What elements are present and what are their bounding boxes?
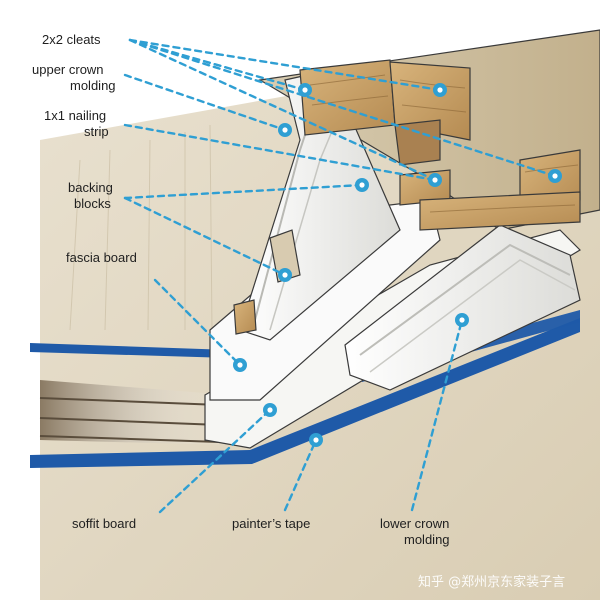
- callout-markers: [233, 83, 562, 447]
- marker-lower-crown: [455, 313, 469, 327]
- label-backing-blocks: backing blocks: [68, 180, 116, 211]
- label-lower-crown-molding: lower crown molding: [380, 516, 453, 547]
- marker-cleat-2: [433, 83, 447, 97]
- horizontal-framing-board: [419, 191, 581, 231]
- label-2x2-cleats: 2x2 cleats: [42, 32, 101, 47]
- marker-backing-2: [278, 268, 292, 282]
- wood-grain: [309, 74, 579, 213]
- labels: 2x2 cleats upper crown molding 1x1 naili…: [32, 32, 565, 590]
- marker-nailing-strip: [428, 173, 442, 187]
- leader-lines: [123, 38, 557, 514]
- marker-soffit: [263, 403, 277, 417]
- wall-texture: [69, 124, 213, 331]
- backing-block-1: [269, 229, 301, 283]
- tape-strip-upper: [30, 343, 230, 358]
- marker-cleat-1: [298, 83, 312, 97]
- marker-fascia: [233, 358, 247, 372]
- label-nailing-strip: 1x1 nailing strip: [44, 108, 110, 139]
- lower-boards: [39, 380, 230, 445]
- label-fascia-board: fascia board: [66, 250, 137, 265]
- label-painters-tape: painter’s tape: [232, 516, 310, 531]
- marker-backing-1: [355, 178, 369, 192]
- marker-cleat-3: [548, 169, 562, 183]
- tape-strip-lower: [30, 318, 580, 468]
- backing-block-2: [233, 299, 257, 335]
- label-soffit-board: soffit board: [72, 516, 136, 531]
- marker-upper-crown: [278, 123, 292, 137]
- label-upper-crown-molding: upper crown molding: [32, 62, 116, 93]
- marker-tape: [309, 433, 323, 447]
- cleat-top-small: [394, 119, 441, 166]
- watermark-text: 知乎 @郑州京东家装子言: [418, 574, 565, 590]
